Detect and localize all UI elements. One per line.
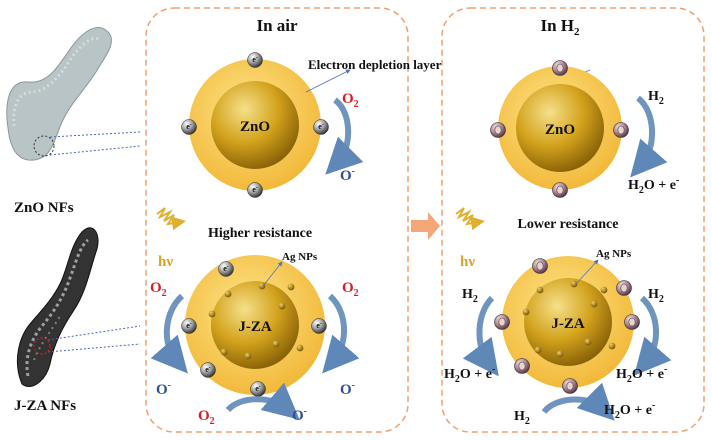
electron-icon: e- [200, 362, 216, 378]
svg-text:e-: e- [318, 122, 324, 131]
svg-text:e-: e- [205, 365, 211, 374]
svg-text:e-: e- [255, 384, 261, 393]
light-arrow [156, 207, 186, 231]
light-arrow [455, 207, 485, 231]
zno-particle-air: ZnO [189, 59, 321, 191]
ag-nps-label: Ag NPs [282, 251, 318, 263]
h2-label: H2 [648, 287, 664, 305]
oxygen-adsorbed-icon [624, 314, 640, 330]
h2-reaction-arrow [462, 295, 499, 377]
zno-nanofiber-image [6, 27, 112, 161]
zoom-line [47, 343, 141, 353]
zoom-line [49, 131, 141, 138]
electron-icon: e- [247, 182, 263, 198]
o2-label: O2 [342, 280, 359, 299]
h2-label: H2 [462, 287, 478, 305]
h2-reaction-arrow [541, 382, 615, 421]
ag-nanoparticles [208, 282, 304, 360]
oxygen-adsorbed-icon [616, 280, 632, 296]
o2-label: O2 [198, 408, 215, 427]
o2-adsorption-arrow [322, 293, 360, 374]
o-minus-label: O- [292, 406, 307, 424]
svg-text:e-: e- [223, 264, 229, 273]
lower-resistance-label: Lower resistance [518, 217, 619, 232]
zoom-line [47, 325, 141, 341]
h2o-product-label: H2O + e- [604, 400, 655, 421]
zno-nfs-label: ZnO NFs [14, 200, 74, 216]
zoom-line [49, 145, 141, 156]
electron-icon: e- [250, 381, 266, 397]
depletion-pointer [305, 69, 351, 93]
oxygen-adsorbed-icon [494, 314, 510, 330]
o2-label: O2 [150, 280, 167, 299]
hv-label: hν [460, 254, 475, 270]
higher-resistance-label: Higher resistance [208, 226, 312, 241]
h2-label: H2 [514, 409, 530, 427]
jza-core-label: J-ZA [551, 316, 585, 332]
ag-nps-label: Ag NPs [596, 248, 632, 260]
o-minus-label: O- [340, 166, 355, 184]
svg-text:e-: e- [252, 55, 258, 64]
zno-particle-h2: ZnO [498, 66, 622, 190]
transition-arrow [411, 212, 440, 240]
oxygen-adsorbed-icon [552, 182, 568, 198]
h2-reaction-arrow [630, 95, 668, 178]
o-minus-label: O- [156, 380, 171, 398]
zno-core-label: ZnO [545, 122, 575, 138]
h2o-product-label: H2O + e- [616, 364, 667, 385]
in-air-panel [145, 7, 409, 433]
zno-core-label: ZnO [240, 119, 270, 135]
oxygen-adsorbed-icon [562, 378, 578, 394]
ag-pointer [575, 259, 599, 285]
oxygen-adsorbed-icon [532, 258, 548, 274]
oxygen-adsorbed-icon [613, 122, 629, 138]
oxygen-adsorbed-icon [514, 358, 530, 374]
in-air-title: In air [256, 16, 298, 35]
electron-icon: e- [181, 119, 197, 135]
ag-nanoparticles [522, 280, 616, 358]
ag-pointer [262, 261, 283, 287]
electron-icon: e- [247, 52, 263, 68]
electron-depletion-label: Electron depletion layer [308, 57, 442, 72]
jza-nfs-label: J-ZA NFs [14, 398, 76, 414]
o-minus-label: O- [340, 380, 355, 398]
electron-icon: e- [181, 318, 197, 334]
h2-reaction-arrow [634, 295, 672, 376]
electron-icon: e- [218, 261, 234, 277]
o2-adsorption-arrow [225, 382, 300, 420]
h2o-product-label: H2O + e- [628, 175, 679, 196]
svg-text:e-: e- [252, 185, 258, 194]
hv-label: hν [158, 254, 173, 270]
svg-text:e-: e- [186, 321, 192, 330]
electron-icon: e- [311, 318, 327, 334]
jza-core-label: J-ZA [238, 319, 272, 335]
oxygen-adsorbed-icon [552, 60, 568, 76]
electron-icon: e- [313, 119, 329, 135]
o2-label: O2 [342, 91, 359, 110]
jza-nanofiber-image [16, 227, 99, 387]
svg-text:e-: e- [186, 122, 192, 131]
o2-adsorption-arrow [325, 97, 364, 175]
o2-adsorption-arrow [150, 293, 188, 374]
h2o-product-label: H2O + e- [444, 364, 495, 385]
in-h2-panel [441, 7, 705, 433]
in-h2-title: In H2 [540, 16, 580, 38]
oxygen-adsorbed-icon [490, 122, 506, 138]
svg-text:e-: e- [316, 321, 322, 330]
h2-label: H2 [648, 89, 664, 107]
